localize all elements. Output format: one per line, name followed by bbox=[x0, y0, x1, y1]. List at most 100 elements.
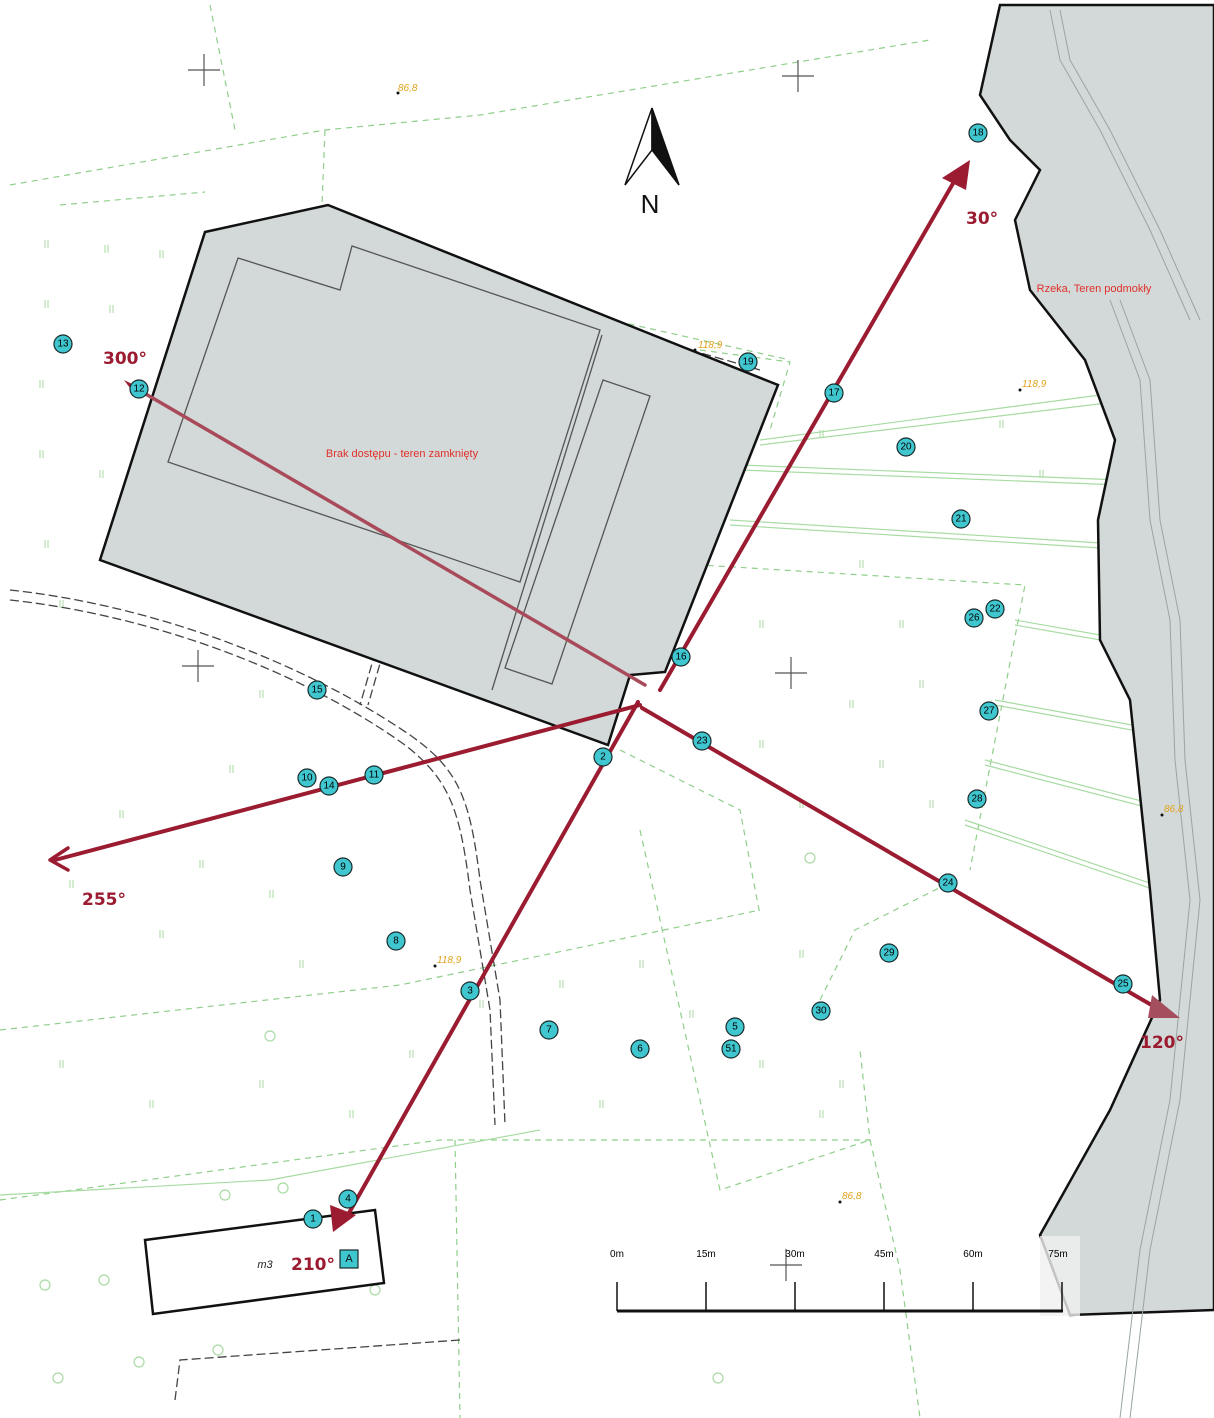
svg-text:17: 17 bbox=[828, 388, 840, 399]
svg-text:86,8: 86,8 bbox=[1164, 804, 1184, 815]
closed-area bbox=[98, 203, 780, 747]
svg-text:75m: 75m bbox=[1048, 1249, 1067, 1260]
svg-text:28: 28 bbox=[971, 794, 983, 805]
north-arrow-icon bbox=[624, 107, 680, 186]
svg-text:0m: 0m bbox=[610, 1249, 624, 1260]
north-label: N bbox=[641, 189, 660, 219]
svg-text:19: 19 bbox=[742, 357, 754, 368]
marker-6[interactable]: 6 bbox=[630, 1039, 650, 1059]
river-area bbox=[978, 3, 1214, 1317]
marker-27[interactable]: 27 bbox=[979, 701, 999, 721]
svg-text:15: 15 bbox=[311, 685, 323, 696]
scale-bar: 0m 15m 30m 45m 60m 75m bbox=[610, 1236, 1080, 1316]
marker-19[interactable]: 19 bbox=[738, 352, 758, 372]
marker-12[interactable]: 12 bbox=[129, 379, 149, 399]
svg-text:14: 14 bbox=[323, 781, 335, 792]
bearing-line-30 bbox=[658, 178, 957, 692]
svg-text:86,8: 86,8 bbox=[842, 1191, 862, 1202]
marker-11[interactable]: 11 bbox=[364, 765, 384, 785]
svg-text:16: 16 bbox=[675, 652, 687, 663]
svg-text:10: 10 bbox=[301, 773, 313, 784]
marker-23[interactable]: 23 bbox=[692, 731, 712, 751]
svg-text:12: 12 bbox=[133, 384, 145, 395]
arrowhead-255 bbox=[48, 846, 70, 872]
marker-9[interactable]: 9 bbox=[333, 857, 353, 877]
marker-51[interactable]: 51 bbox=[721, 1039, 741, 1059]
station-label: A bbox=[345, 1253, 353, 1265]
svg-text:15m: 15m bbox=[696, 1249, 715, 1260]
closed-area-buildings bbox=[167, 245, 651, 691]
svg-text:6: 6 bbox=[637, 1044, 643, 1055]
marker-29[interactable]: 29 bbox=[879, 943, 899, 963]
marker-28[interactable]: 28 bbox=[967, 789, 987, 809]
svg-text:27: 27 bbox=[983, 706, 995, 717]
marker-15[interactable]: 15 bbox=[307, 680, 327, 700]
bearing-line-300 bbox=[130, 384, 647, 687]
river-channels bbox=[1049, 9, 1201, 1418]
svg-text:11: 11 bbox=[369, 770, 380, 781]
svg-text:20: 20 bbox=[900, 442, 912, 453]
svg-text:9: 9 bbox=[340, 862, 346, 873]
svg-text:29: 29 bbox=[883, 948, 895, 959]
bearing-label-255: 255° bbox=[82, 890, 126, 910]
bearing-line-255 bbox=[53, 703, 642, 862]
bearing-label-300: 300° bbox=[103, 349, 147, 369]
svg-text:118,9: 118,9 bbox=[1022, 379, 1047, 390]
marker-7[interactable]: 7 bbox=[539, 1020, 559, 1040]
svg-text:8: 8 bbox=[393, 936, 399, 947]
marker-22[interactable]: 22 bbox=[985, 599, 1005, 619]
svg-text:2: 2 bbox=[600, 752, 606, 763]
bearing-label-120: 120° bbox=[1140, 1033, 1184, 1053]
svg-text:3: 3 bbox=[467, 986, 473, 997]
svg-text:1: 1 bbox=[310, 1214, 316, 1225]
svg-text:118,9: 118,9 bbox=[698, 340, 723, 351]
marker-17[interactable]: 17 bbox=[824, 383, 844, 403]
svg-text:7: 7 bbox=[546, 1025, 552, 1036]
svg-text:25: 25 bbox=[1117, 979, 1129, 990]
marker-21[interactable]: 21 bbox=[951, 509, 971, 529]
marker-4[interactable]: 4 bbox=[338, 1189, 358, 1209]
marker-16[interactable]: 16 bbox=[671, 647, 691, 667]
marker-8[interactable]: 8 bbox=[386, 931, 406, 951]
svg-text:86,8: 86,8 bbox=[398, 83, 418, 94]
marker-26[interactable]: 26 bbox=[964, 608, 984, 628]
svg-text:118,9: 118,9 bbox=[437, 955, 462, 966]
marker-2[interactable]: 2 bbox=[593, 747, 613, 767]
bearing-line-210 bbox=[343, 700, 640, 1222]
building-code-label: m3 bbox=[257, 1259, 273, 1271]
grass-circles bbox=[39, 852, 816, 1384]
marker-18[interactable]: 18 bbox=[968, 123, 988, 143]
marker-3[interactable]: 3 bbox=[460, 981, 480, 1001]
arrowhead-120 bbox=[1148, 995, 1180, 1018]
bearing-lines bbox=[53, 178, 1162, 1222]
svg-text:18: 18 bbox=[972, 128, 984, 139]
station-marker[interactable] bbox=[339, 1249, 359, 1269]
svg-text:21: 21 bbox=[955, 514, 967, 525]
marker-25[interactable]: 25 bbox=[1113, 974, 1133, 994]
svg-text:30m: 30m bbox=[785, 1249, 804, 1260]
grass-texture bbox=[39, 240, 1044, 1118]
river-area-label: Rzeka, Teren podmokły bbox=[1037, 283, 1152, 295]
marker-14[interactable]: 14 bbox=[319, 776, 339, 796]
svg-text:51: 51 bbox=[725, 1044, 737, 1055]
bearing-label-210: 210° bbox=[291, 1255, 335, 1275]
svg-text:22: 22 bbox=[989, 604, 1001, 615]
bearing-line-120 bbox=[640, 706, 1162, 1012]
marker-13[interactable]: 13 bbox=[53, 334, 73, 354]
closed-area-label: Brak dostępu - teren zamknięty bbox=[326, 448, 479, 460]
svg-text:45m: 45m bbox=[874, 1249, 893, 1260]
marker-5[interactable]: 5 bbox=[725, 1017, 745, 1037]
marker-1[interactable]: 1 bbox=[303, 1209, 323, 1229]
marker-24[interactable]: 24 bbox=[938, 873, 958, 893]
svg-text:60m: 60m bbox=[963, 1249, 982, 1260]
bearing-arrowheads bbox=[124, 160, 1180, 1232]
svg-text:24: 24 bbox=[942, 878, 954, 889]
svg-text:26: 26 bbox=[968, 613, 980, 624]
arrowhead-210 bbox=[330, 1205, 356, 1232]
marker-30[interactable]: 30 bbox=[811, 1001, 831, 1021]
svg-text:13: 13 bbox=[57, 339, 69, 350]
marker-20[interactable]: 20 bbox=[896, 437, 916, 457]
marker-10[interactable]: 10 bbox=[297, 768, 317, 788]
bearing-label-30: 30° bbox=[966, 209, 998, 229]
